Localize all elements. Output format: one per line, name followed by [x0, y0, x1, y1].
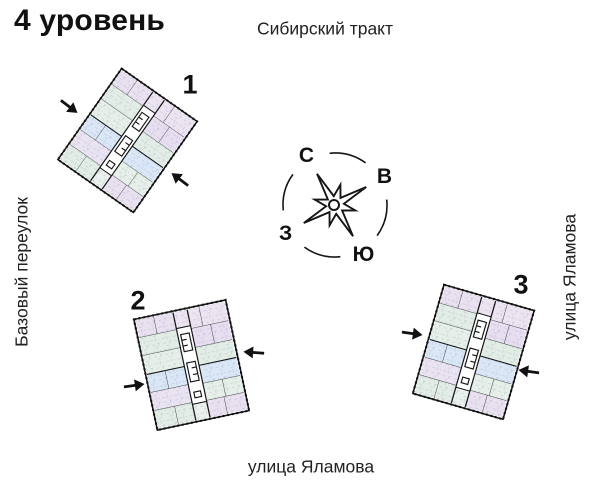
- building-3-plan[interactable]: [409, 283, 536, 422]
- page-title: 4 уровень: [14, 4, 166, 37]
- floorplan-2: [132, 298, 251, 432]
- building-1-plan[interactable]: [55, 65, 200, 215]
- street-label-right: улица Яламова: [559, 213, 580, 341]
- floorplan-3: [409, 283, 536, 422]
- building-2-plan[interactable]: [132, 298, 251, 432]
- entrance-arrow-icon: [399, 323, 425, 343]
- compass-label-west: З: [279, 222, 292, 245]
- compass-label-north: С: [299, 144, 314, 167]
- entrance-arrow-icon: [121, 375, 147, 395]
- street-label-left: Базовый переулок: [11, 197, 32, 347]
- entrance-arrow-icon: [54, 92, 83, 120]
- street-label-bottom: улица Яламова: [247, 456, 375, 477]
- entrance-arrow-icon: [516, 361, 542, 381]
- entrance-arrow-icon: [165, 165, 194, 193]
- floorplan-1: [55, 65, 200, 215]
- entrance-arrow-icon: [241, 343, 266, 362]
- building-2-number: 2: [130, 285, 146, 316]
- street-label-top: Сибирский тракт: [256, 18, 394, 39]
- compass-label-east: В: [377, 165, 392, 188]
- compass-label-south: Ю: [353, 243, 375, 266]
- building-3-number: 3: [513, 269, 529, 300]
- compass-rose-icon: С В Ю З: [279, 144, 392, 266]
- building-1-number: 1: [182, 69, 198, 100]
